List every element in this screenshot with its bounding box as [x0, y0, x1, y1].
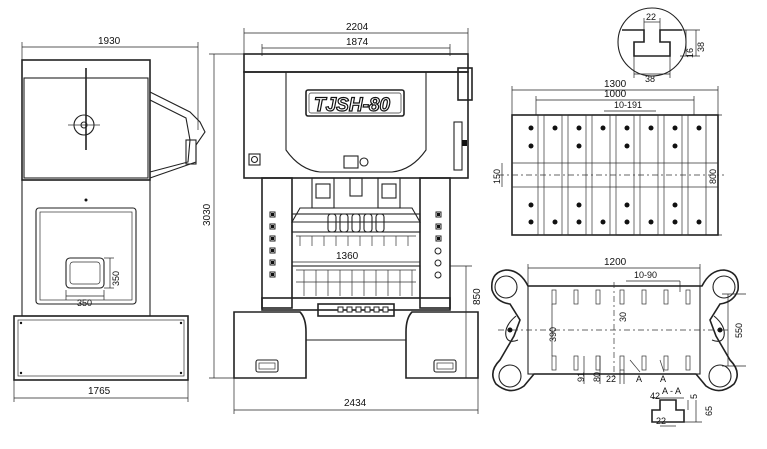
dim-slot-22: 22 [646, 12, 656, 22]
dim-front-3030: 3030 [202, 203, 213, 226]
bolster-table-plan: 1300 1000 10-191 [492, 79, 724, 236]
dim-section-5: 5 [689, 394, 699, 399]
dim-slot-38-horizontal: 38 [645, 74, 655, 84]
section-marker-a-right: A [660, 374, 666, 384]
dim-slot-38-vertical: 38 [696, 42, 706, 52]
dim-table-10-191: 10-191 [614, 100, 642, 110]
dim-base-10-90: 10-90 [634, 270, 657, 280]
dim-front-1874: 1874 [346, 37, 369, 48]
side-view: 1930 350 350 [13, 36, 206, 402]
dim-base-91: 91 [576, 372, 586, 382]
dim-slot-16: 16 [685, 48, 695, 58]
dim-side-350-vertical: 350 [111, 271, 121, 286]
dim-table-800: 800 [708, 169, 718, 184]
base-plan: 1200 10-90 390 3 [490, 257, 746, 392]
dim-section-42: 42 [650, 391, 660, 401]
dim-front-1360: 1360 [336, 251, 359, 262]
dim-base-550: 550 [734, 323, 744, 338]
section-marker-a-left: A [636, 374, 642, 384]
front-view: 2204 1874 3030 TJSH-80 [202, 22, 483, 414]
dim-base-22: 22 [606, 374, 616, 384]
dim-side-350-horizontal: 350 [77, 298, 92, 308]
section-label: A - A [662, 386, 681, 396]
dim-side-1930: 1930 [98, 36, 121, 47]
dim-section-65: 65 [704, 406, 714, 416]
dim-side-1765: 1765 [88, 386, 111, 397]
dim-front-2434: 2434 [344, 398, 367, 409]
dim-table-150: 150 [492, 169, 502, 184]
dim-section-22: 22 [656, 416, 666, 426]
dim-base-390: 390 [548, 327, 558, 342]
brand-label: TJSH-80 [314, 95, 390, 116]
section-a-a-detail: A - A 42 5 65 22 [650, 386, 714, 427]
dim-base-30: 30 [618, 312, 628, 322]
dim-table-1300: 1300 [604, 79, 627, 90]
dim-base-80: 80 [592, 372, 602, 382]
dim-front-850: 850 [472, 288, 483, 305]
dim-front-2204: 2204 [346, 22, 369, 33]
dim-base-1200: 1200 [604, 257, 627, 268]
dim-table-1000: 1000 [604, 89, 627, 100]
t-slot-detail: 22 16 38 38 [617, 7, 706, 84]
